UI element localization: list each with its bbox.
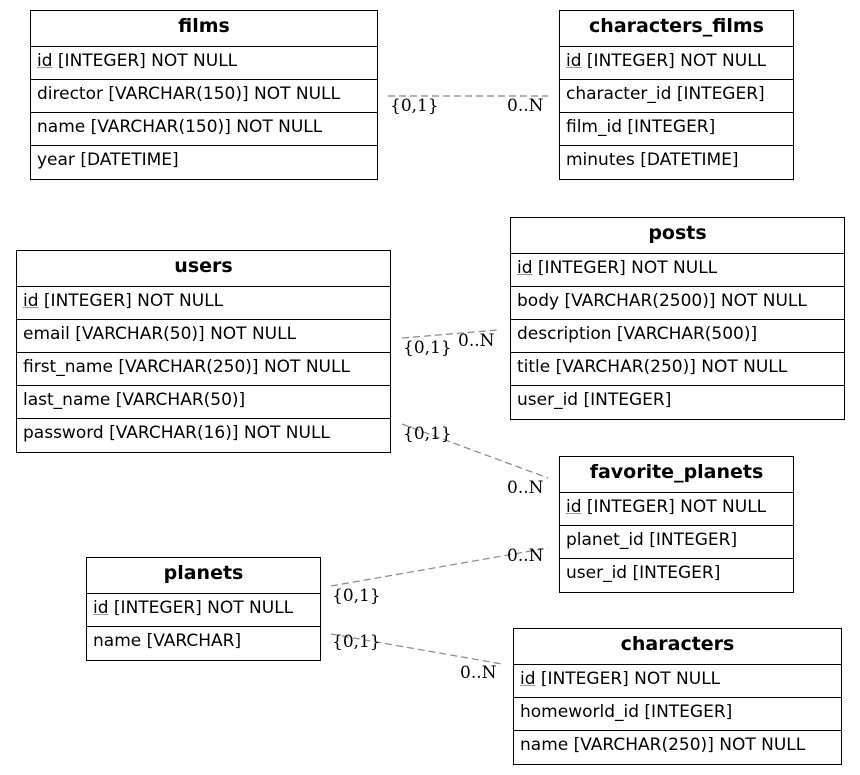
column-body: body [VARCHAR(2500)] NOT NULL (511, 287, 844, 320)
table-title: posts (511, 218, 844, 254)
column-email: email [VARCHAR(50)] NOT NULL (17, 320, 390, 353)
column-name: name [VARCHAR(250)] NOT NULL (520, 735, 806, 755)
column-id: id [INTEGER] NOT NULL (511, 254, 844, 287)
column-type: [INTEGER] NOT NULL (38, 291, 224, 311)
cardinality-posts-side: 0..N (458, 331, 495, 351)
column-id: id [INTEGER] NOT NULL (560, 47, 793, 80)
column-type: [INTEGER] NOT NULL (581, 51, 767, 71)
cardinality-films-side: {0,1} (390, 96, 439, 116)
cardinality-favplanets-users-side: 0..N (507, 478, 544, 498)
primary-key: id (23, 291, 39, 311)
table-title: planets (87, 558, 320, 594)
primary-key: id (517, 258, 533, 278)
cardinality-users-posts-side: {0,1} (403, 338, 452, 358)
column-description: description [VARCHAR(500)] (511, 320, 844, 353)
table-title: favorite_planets (560, 457, 793, 493)
column-year: year [DATETIME] (37, 150, 179, 170)
column-user-id: user_id [INTEGER] (566, 563, 721, 583)
table-users[interactable]: users id [INTEGER] NOT NULL email [VARCH… (16, 250, 391, 453)
cardinality-favplanets-planets-side: 0..N (507, 546, 544, 566)
column-password: password [VARCHAR(16)] NOT NULL (23, 423, 330, 443)
cardinality-characters-side: 0..N (460, 663, 497, 683)
primary-key: id (566, 497, 582, 517)
primary-key: id (93, 598, 109, 618)
primary-key: id (566, 51, 582, 71)
column-film-id: film_id [INTEGER] (560, 113, 793, 146)
column-user-id: user_id [INTEGER] (517, 390, 672, 410)
table-planets[interactable]: planets id [INTEGER] NOT NULL name [VARC… (86, 557, 321, 661)
column-homeworld-id: homeworld_id [INTEGER] (514, 698, 841, 731)
column-name: name [VARCHAR(150)] NOT NULL (31, 113, 377, 146)
column-planet-id: planet_id [INTEGER] (560, 526, 793, 559)
column-director: director [VARCHAR(150)] NOT NULL (31, 80, 377, 113)
column-minutes: minutes [DATETIME] (566, 150, 739, 170)
relationship-line-planets-favorite-planets (330, 547, 549, 587)
column-id: id [INTEGER] NOT NULL (87, 594, 320, 627)
table-films[interactable]: films id [INTEGER] NOT NULL director [VA… (30, 10, 378, 180)
table-characters[interactable]: characters id [INTEGER] NOT NULL homewor… (513, 628, 842, 765)
column-last-name: last_name [VARCHAR(50)] (17, 386, 390, 419)
column-type: [INTEGER] NOT NULL (581, 497, 767, 517)
primary-key: id (37, 51, 53, 71)
table-posts[interactable]: posts id [INTEGER] NOT NULL body [VARCHA… (510, 217, 845, 420)
column-id: id [INTEGER] NOT NULL (514, 665, 841, 698)
column-type: [INTEGER] NOT NULL (52, 51, 238, 71)
cardinality-characters-films-side: 0..N (507, 96, 544, 116)
table-title: users (17, 251, 390, 287)
column-name: name [VARCHAR] (93, 631, 242, 651)
column-character-id: character_id [INTEGER] (560, 80, 793, 113)
relationship-line-users-posts (401, 329, 499, 339)
column-first-name: first_name [VARCHAR(250)] NOT NULL (17, 353, 390, 386)
relationship-line-users-favorite-planets (401, 423, 549, 479)
table-title: characters_films (560, 11, 793, 47)
cardinality-users-favplanets-side: {0,1} (403, 424, 452, 444)
cardinality-planets-favplanets-side: {0,1} (332, 586, 381, 606)
column-id: id [INTEGER] NOT NULL (560, 493, 793, 526)
column-type: [INTEGER] NOT NULL (532, 258, 718, 278)
table-favorite-planets[interactable]: favorite_planets id [INTEGER] NOT NULL p… (559, 456, 794, 593)
column-id: id [INTEGER] NOT NULL (31, 47, 377, 80)
relationship-line-planets-characters (330, 633, 503, 665)
column-title: title [VARCHAR(250)] NOT NULL (511, 353, 844, 386)
column-type: [INTEGER] NOT NULL (108, 598, 294, 618)
column-id: id [INTEGER] NOT NULL (17, 287, 390, 320)
column-type: [INTEGER] NOT NULL (535, 669, 721, 689)
table-characters-films[interactable]: characters_films id [INTEGER] NOT NULL c… (559, 10, 794, 180)
primary-key: id (520, 669, 536, 689)
table-title: characters (514, 629, 841, 665)
cardinality-planets-characters-side: {0,1} (332, 632, 381, 652)
table-title: films (31, 11, 377, 47)
